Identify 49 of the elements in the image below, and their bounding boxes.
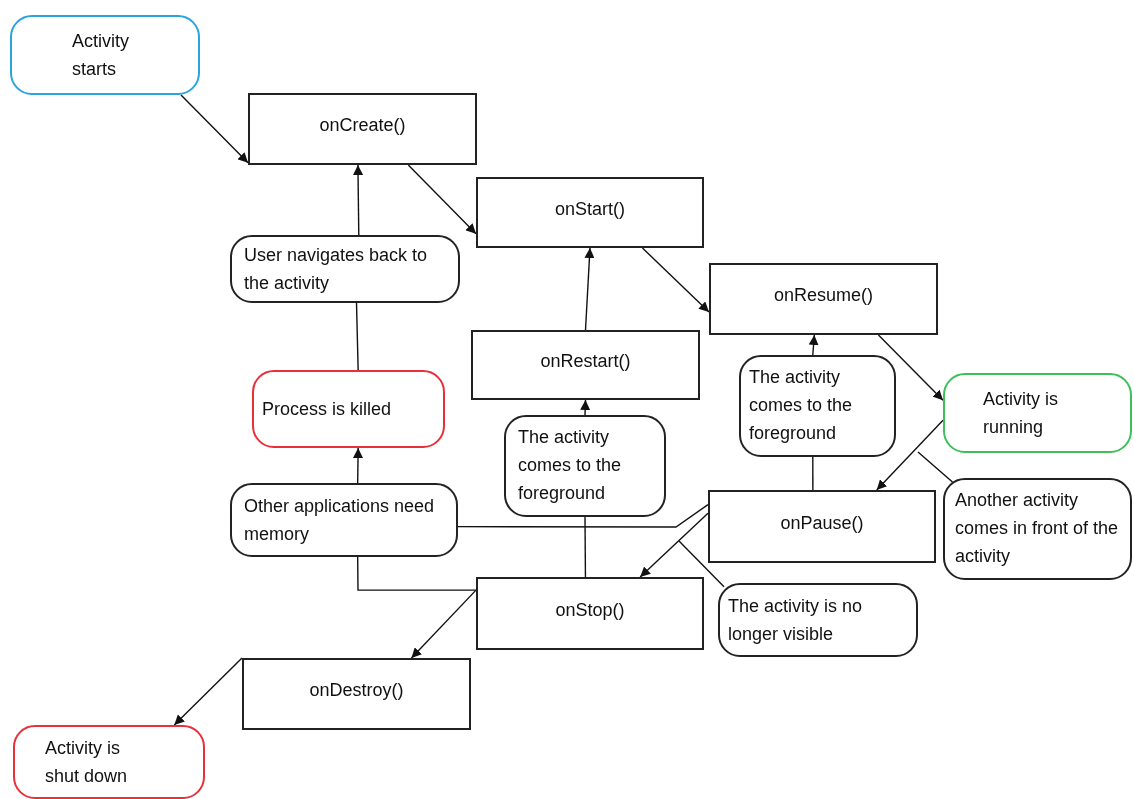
node-label: Another activity comes in front of the activity xyxy=(955,489,1120,568)
method-box xyxy=(242,658,471,730)
arrow xyxy=(877,334,944,401)
arrow xyxy=(808,334,819,356)
arrow xyxy=(353,164,364,236)
method-box xyxy=(476,177,704,248)
state-bubble xyxy=(13,725,205,799)
node-label: Process is killed xyxy=(262,398,393,421)
state-bubble xyxy=(252,370,445,448)
node-label: The activity comes to the foreground xyxy=(749,366,854,445)
node-label: onPause() xyxy=(780,511,864,535)
state-bubble xyxy=(943,373,1132,453)
arrow xyxy=(639,512,709,578)
arrow xyxy=(407,164,477,235)
node-label: onRestart() xyxy=(540,350,631,373)
arrow xyxy=(580,399,591,416)
node-label: Activity is running xyxy=(983,388,1059,439)
method-box xyxy=(709,263,938,335)
arrow xyxy=(173,657,243,726)
node-label: onStart() xyxy=(555,197,625,221)
node-label: onResume() xyxy=(773,284,873,307)
state-bubble xyxy=(230,483,458,557)
node-label: Activity is shut down xyxy=(45,737,129,788)
leader-line xyxy=(678,540,725,588)
leader-line xyxy=(917,451,954,483)
node-label: onCreate() xyxy=(319,114,406,137)
node-label: The activity is no longer visible xyxy=(728,595,864,646)
node-label: Activity starts xyxy=(72,30,130,81)
state-bubble xyxy=(943,478,1132,580)
state-bubble xyxy=(230,235,460,303)
method-box xyxy=(471,330,700,400)
arrow xyxy=(353,447,363,484)
state-bubble xyxy=(10,15,200,95)
node-label: Other applications need memory xyxy=(244,495,436,546)
method-box xyxy=(248,93,477,165)
arrow xyxy=(876,419,944,491)
node-label: onDestroy() xyxy=(309,679,404,702)
arrow xyxy=(180,94,249,164)
arrow xyxy=(641,247,710,313)
node-label: User navigates back to the activity xyxy=(244,244,429,295)
method-box xyxy=(708,490,936,563)
method-box xyxy=(476,577,704,650)
state-bubble xyxy=(504,415,666,517)
arrow xyxy=(410,589,477,659)
node-label: onStop() xyxy=(555,598,625,622)
node-label: The activity comes to the foreground xyxy=(518,426,623,505)
state-bubble xyxy=(739,355,896,457)
state-bubble xyxy=(718,583,918,657)
arrow xyxy=(584,247,595,331)
